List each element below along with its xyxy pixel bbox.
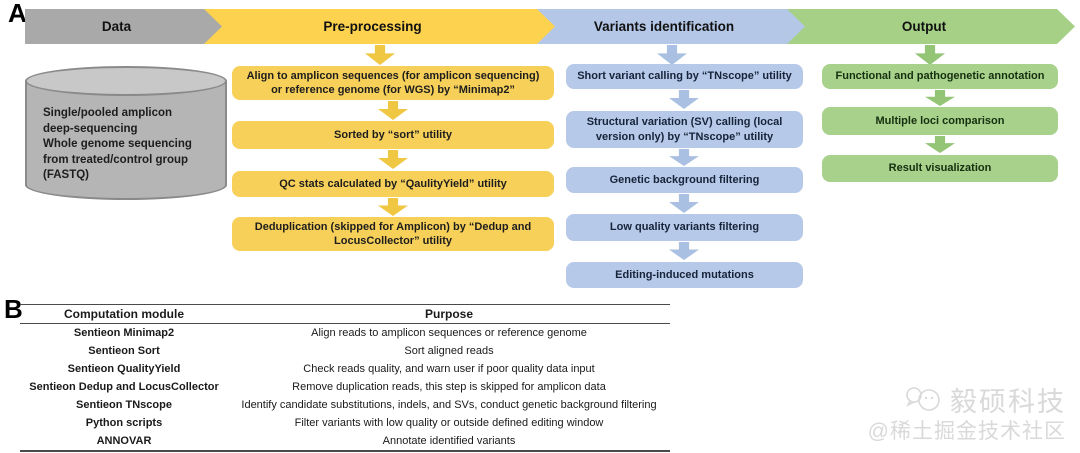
table-row: Python scripts Filter variants with low … xyxy=(20,414,670,432)
cell-module: Sentieon Dedup and LocusCollector xyxy=(29,381,219,393)
arrow-down-icon xyxy=(915,45,945,65)
cell-module: Sentieon Minimap2 xyxy=(73,327,175,339)
step-sort: Sorted by “sort” utility xyxy=(232,121,554,149)
arrow-down-icon xyxy=(669,242,699,260)
step-editing-mutations: Editing-induced mutations xyxy=(566,262,803,288)
step-dedup: Deduplication (skipped for Amplicon) by … xyxy=(232,217,554,251)
arrow-down-icon xyxy=(378,150,408,169)
step-visualization: Result visualization xyxy=(822,155,1058,182)
cell-module: ANNOVAR xyxy=(96,435,152,447)
cell-purpose: Remove duplication reads, this step is s… xyxy=(292,381,606,393)
arrow-down-icon xyxy=(669,90,699,109)
arrow-down-icon xyxy=(669,194,699,213)
header-band-preprocessing: Pre-processing xyxy=(204,9,555,44)
arrow-down-icon xyxy=(365,45,395,65)
step-annotation: Functional and pathogenetic annotation xyxy=(822,64,1058,89)
header-band-preprocessing-label: Pre-processing xyxy=(323,19,422,34)
table-row: Sentieon QualityYield Check reads qualit… xyxy=(20,360,670,378)
watermark: 毅硕科技 @稀土掘金技术社区 xyxy=(868,380,1066,445)
cell-purpose: Filter variants with low quality or outs… xyxy=(294,417,604,429)
header-band-variants-label: Variants identification xyxy=(593,19,735,34)
cell-module: Python scripts xyxy=(85,417,163,429)
arrow-down-icon xyxy=(669,149,699,166)
cell-purpose: Sort aligned reads xyxy=(404,345,494,357)
header-band-data: Data xyxy=(25,9,222,44)
panel-b-label: B xyxy=(4,294,23,324)
table-row: Sentieon Minimap2 Align reads to amplico… xyxy=(20,324,670,342)
table-row: Sentieon Sort Sort aligned reads xyxy=(20,342,670,360)
col-header-module: Computation module xyxy=(64,307,184,321)
step-loci-comparison: Multiple loci comparison xyxy=(822,107,1058,135)
cell-module: Sentieon QualityYield xyxy=(67,363,181,375)
header-band-output: Output xyxy=(787,9,1075,44)
table-row: Sentieon TNscope Identify candidate subs… xyxy=(20,396,670,414)
cell-purpose: Identify candidate substitutions, indels… xyxy=(241,399,657,411)
input-data-cylinder: Single/pooled amplicon deep-sequencing W… xyxy=(25,66,227,200)
panel-a-label: A xyxy=(8,0,27,28)
watermark-logo-icon xyxy=(906,386,940,411)
step-short-variant: Short variant calling by “TNscope” utili… xyxy=(566,64,803,89)
arrow-down-icon xyxy=(378,198,408,216)
table-header-row: Computation module Purpose xyxy=(20,305,670,324)
cell-purpose: Annotate identified variants xyxy=(382,435,516,447)
step-genetic-filtering: Genetic background filtering xyxy=(566,167,803,193)
input-data-text: Single/pooled amplicon deep-sequencing W… xyxy=(43,107,192,182)
step-low-quality-filtering: Low quality variants filtering xyxy=(566,214,803,241)
header-band-data-label: Data xyxy=(101,19,132,34)
watermark-brand: 毅硕科技 xyxy=(950,387,1066,417)
header-band-variants: Variants identification xyxy=(537,9,805,44)
arrow-down-icon xyxy=(925,136,955,153)
cylinder-top xyxy=(25,66,227,96)
step-align: Align to amplicon sequences (for amplico… xyxy=(232,66,554,100)
step-qc: QC stats calculated by “QaulityYield” ut… xyxy=(232,171,554,197)
arrow-down-icon xyxy=(378,101,408,120)
cell-purpose: Align reads to amplicon sequences or ref… xyxy=(311,327,587,339)
header-band-output-label: Output xyxy=(901,19,947,34)
step-sv-calling: Structural variation (SV) calling (local… xyxy=(566,111,803,148)
table-row: Sentieon Dedup and LocusCollector Remove… xyxy=(20,378,670,396)
cell-purpose: Check reads quality, and warn user if po… xyxy=(303,363,595,375)
module-table: Computation module Purpose Sentieon Mini… xyxy=(20,304,670,452)
arrow-down-icon xyxy=(925,90,955,106)
arrow-down-icon xyxy=(657,45,687,65)
cell-module: Sentieon Sort xyxy=(88,345,160,357)
col-header-purpose: Purpose xyxy=(424,307,473,321)
cell-module: Sentieon TNscope xyxy=(76,399,172,411)
table-row: ANNOVAR Annotate identified variants xyxy=(20,432,670,450)
cylinder-body xyxy=(25,81,227,200)
watermark-community: @稀土掘金技术社区 xyxy=(867,420,1066,443)
